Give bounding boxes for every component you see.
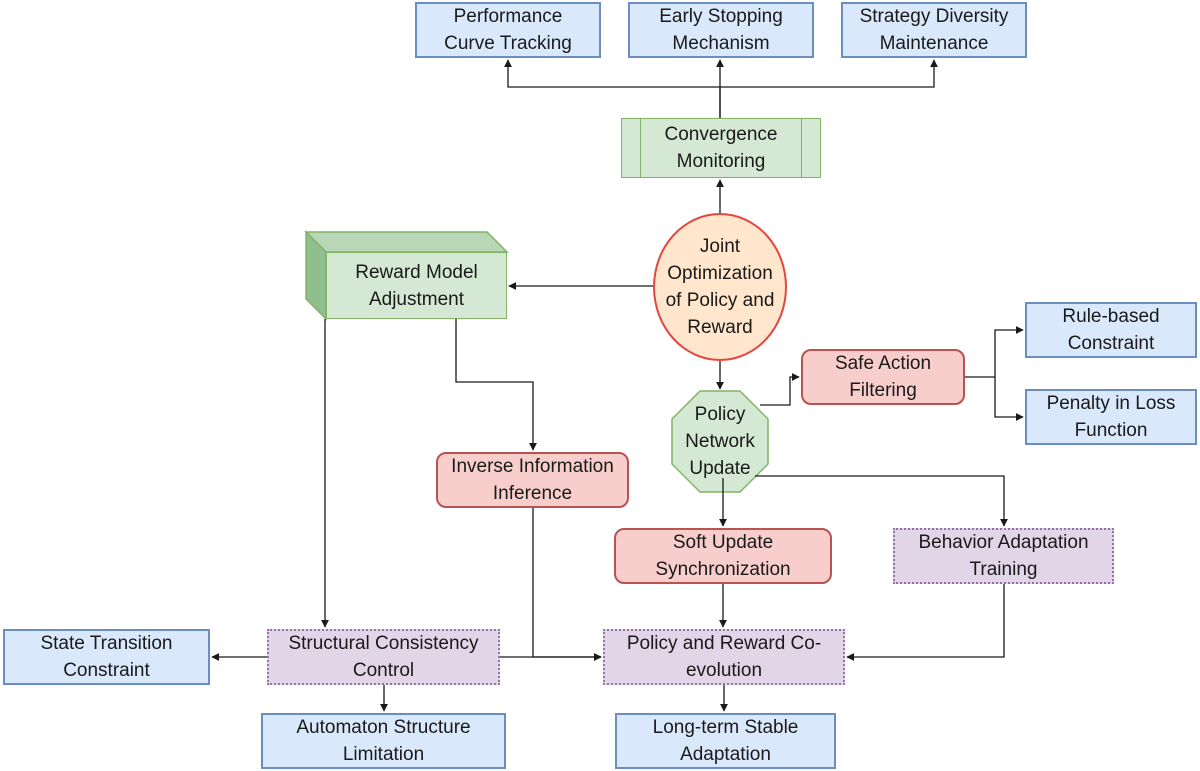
edge-reward_model_adjustment-to-inverse_information_inference [455,319,537,451]
node-label-line: Performance [453,6,563,27]
node-label-line: Control [352,660,415,681]
node-label-line: Mechanism [672,33,770,54]
node-early-stopping-mechanism: Early Stopping Mechanism [628,2,814,58]
node-label-line: evolution [685,660,763,681]
node-label-line: State Transition [40,633,173,654]
node-label-line: Structural Consistency [288,633,479,654]
node-label-line: Safe Action [834,353,932,374]
node-convergence-monitoring: Convergence Monitoring [621,118,821,178]
policy-network-octagon [671,390,769,493]
node-long-term-stable-adaptation: Long-term Stable Adaptation [615,713,836,769]
node-label-line: Adaptation [680,744,771,765]
edge-convergence_monitoring-to-performance_curve_tracking [504,59,721,118]
edge-policy_network_update-to-safe_action_filtering [760,373,800,406]
node-label-line: Policy [694,404,746,425]
node-structural-consistency-control: Structural Consistency Control [267,629,500,685]
node-label-line: Maintenance [879,33,989,54]
edge-safe_action_filtering-to-rule_based_constraint [965,326,1024,378]
node-reward-model-adjustment: Reward Model Adjustment [326,252,507,319]
node-label-line: Monitoring [676,151,766,172]
node-label-line: Function [1074,420,1148,441]
reward-model-cuboid-side [305,230,327,321]
node-policy-reward-coevolution: Policy and Reward Co- evolution [603,629,845,685]
node-label-line: Reward [687,317,753,338]
node-label-line: Behavior Adaptation [918,532,1089,553]
node-label-line: Limitation [342,744,425,765]
node-label-line: Joint [699,236,741,257]
node-automaton-structure-limitation: Automaton Structure Limitation [261,713,506,769]
node-strategy-diversity-maintenance: Strategy Diversity Maintenance [841,2,1027,58]
node-label-line: Curve Tracking [444,33,572,54]
node-policy-network-update: Policy Network Update [672,391,768,492]
node-label-line: Training [969,559,1038,580]
node-label-line: Penalty in Loss [1046,393,1176,414]
node-label-line: of Policy and [665,290,775,311]
node-inverse-information-inference: Inverse Information Inference [436,452,629,508]
node-performance-curve-tracking: Performance Curve Tracking [415,2,601,58]
node-label-line: Filtering [849,380,917,401]
edge-convergence_monitoring-to-strategy_diversity [720,59,938,88]
node-label-line: Update [689,458,751,479]
edge-inverse_information_inference-to-policy_reward_coevolution [532,508,602,661]
node-behavior-adaptation-training: Behavior Adaptation Training [893,528,1114,584]
edge-policy_network_update-to-behavior_adaptation [755,475,1008,527]
node-label-line: Early Stopping [659,6,783,27]
node-label-line: Constraint [1067,333,1155,354]
reward-model-cuboid-top [304,231,509,253]
node-label-line: Policy and Reward Co- [626,633,822,654]
node-state-transition-constraint: State Transition Constraint [3,629,210,685]
node-label-line: Soft Update [672,532,774,553]
node-label-line: Reward Model [355,261,478,283]
node-label-line: Constraint [63,660,150,681]
edge-behavior_adaptation-to-policy_reward_coevolution [846,584,1005,661]
node-label-line: Convergence [664,124,778,145]
node-joint-optimization: Joint Optimization of Policy and Reward [653,213,787,361]
node-label-line: Inverse Information [451,456,614,477]
node-label-line: Network [685,431,755,452]
node-safe-action-filtering: Safe Action Filtering [801,349,965,405]
node-label-line: Rule-based [1062,306,1160,327]
node-label-line: Inference [492,483,573,504]
node-penalty-in-loss-function: Penalty in Loss Function [1025,389,1197,445]
node-label-line: Automaton Structure [296,717,471,738]
node-label-line: Long-term Stable [652,717,799,738]
edge-safe_action_filtering-to-penalty_loss [994,377,1024,421]
node-rule-based-constraint: Rule-based Constraint [1025,302,1197,358]
node-soft-update-synchronization: Soft Update Synchronization [614,528,832,584]
node-label-line: Strategy Diversity [859,6,1009,27]
node-label-line: Adjustment [368,288,465,310]
node-label-line: Optimization [667,263,773,284]
node-label-line: Synchronization [655,559,791,580]
